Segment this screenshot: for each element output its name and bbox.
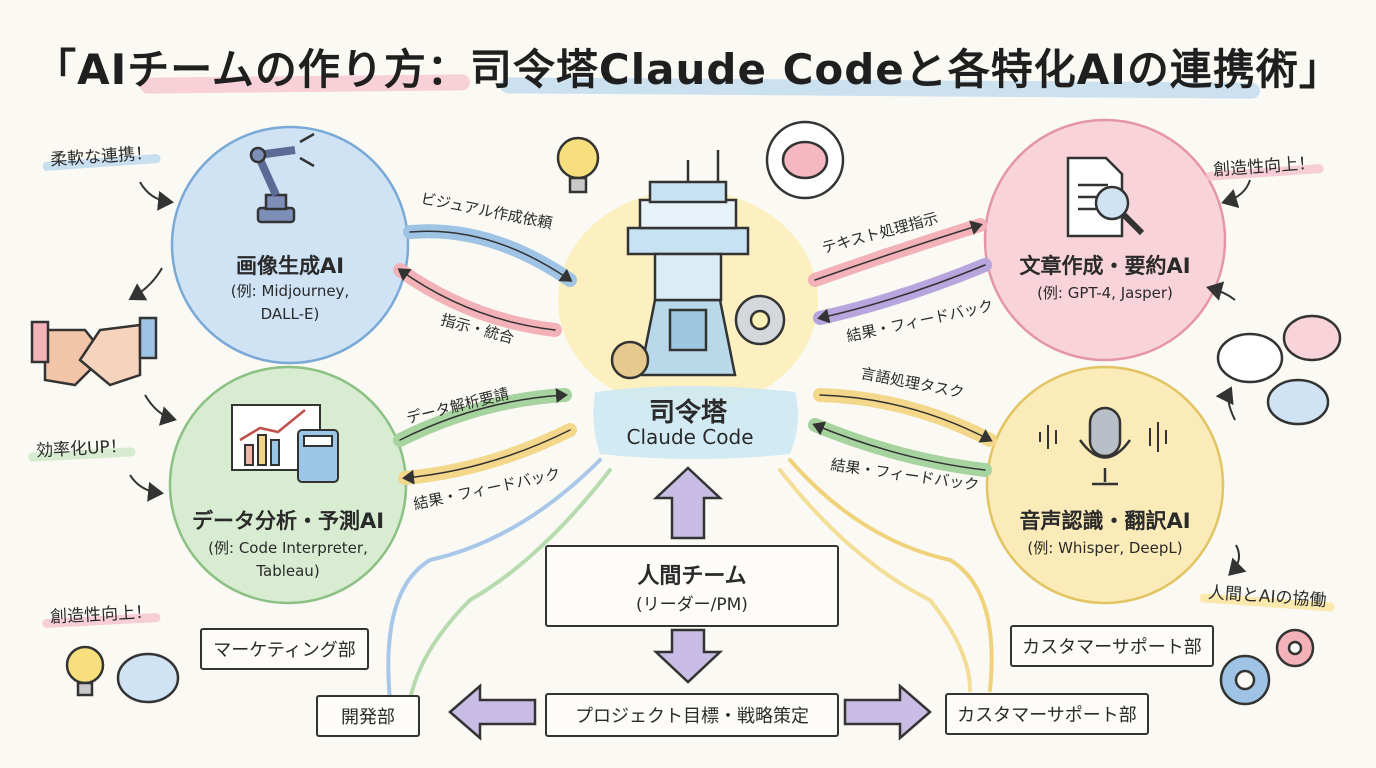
dept-cs-2-label: カスタマーサポート部 (957, 705, 1137, 726)
microphone-icon (1039, 406, 1167, 486)
tag-creativity-left-label: 創造性向上！ (49, 602, 153, 628)
tag-guide-arrows (128, 179, 1251, 576)
dept-cs-2: カスタマーサポート部 (945, 693, 1149, 735)
document-search-icon (1066, 156, 1145, 238)
human-team-box: 人間チーム (リーダー/PM) (545, 545, 839, 627)
hub-label-background (593, 386, 799, 459)
data-ai-title: データ分析・予測AI (191, 509, 385, 533)
data-ai-example-1: (例: Code Interpreter, (208, 539, 368, 557)
project-goal-label: プロジェクト目標・戦略策定 (575, 706, 809, 727)
hub-title: 司令塔 (648, 398, 727, 428)
dept-cs-1-label: カスタマーサポート部 (1022, 637, 1202, 658)
control-tower-icon (626, 150, 750, 377)
dept-marketing-label: マーケティング部 (213, 640, 356, 661)
voice-ai-example: (例: Whisper, DeepL) (1027, 539, 1183, 557)
arrow-right-to-cs (843, 683, 932, 741)
data-ai-example-2: Tableau) (256, 562, 320, 580)
project-goal-box: プロジェクト目標・戦略策定 (545, 693, 839, 737)
tag-efficiency: 効率化UP！ (27, 429, 136, 464)
gear-icon (610, 294, 786, 380)
gears-collab-icon (1219, 628, 1315, 706)
text-ai-title: 文章作成・要約AI (1019, 254, 1191, 278)
tag-creativity-right-label: 創造性向上！ (1212, 153, 1316, 181)
lightbulb-icon (556, 136, 600, 194)
page-title: 「AIチームの作り方：司令塔Claude Codeと各特化AIの連携術」 (34, 45, 1342, 94)
ribbon-yellow (788, 458, 994, 692)
robot-arm-icon (249, 132, 315, 224)
arrow-up-to-hub (652, 466, 724, 540)
ribbon-blue (386, 458, 602, 702)
arrow-down-to-project (652, 628, 724, 684)
dept-dev: 開発部 (316, 695, 420, 737)
tag-efficiency-label: 効率化UP！ (35, 436, 128, 462)
human-team-title: 人間チーム (637, 563, 747, 589)
image-ai-example-1: (例: Midjourney, (230, 282, 350, 300)
image-ai-title: 画像生成AI (235, 254, 345, 278)
dept-dev-label: 開発部 (341, 707, 395, 728)
text-ai-circle (983, 118, 1227, 362)
tag-creativity-left: 創造性向上！ (41, 595, 161, 630)
chart-calculator-icon (231, 404, 339, 483)
arrow-left-to-dev (448, 683, 537, 741)
ribbon-green (408, 468, 612, 702)
purple-arrows (448, 466, 932, 741)
connection-arrows (386, 218, 997, 702)
brain-speech-bubble-icon (765, 120, 845, 200)
tag-flexible-label: 柔軟な連携！ (49, 143, 153, 171)
arrow-image-out (403, 224, 577, 287)
dept-cs-1: カスタマーサポート部 (1010, 625, 1214, 667)
hub-subtitle: Claude Code (626, 425, 754, 449)
text-ai-example: (例: GPT-4, Jasper) (1037, 284, 1173, 302)
lightbulb-small-icon (65, 645, 105, 697)
chat-bubble-small-icon (116, 652, 180, 704)
image-ai-example-2: DALL-E) (260, 305, 320, 323)
dept-marketing: マーケティング部 (200, 628, 369, 670)
human-team-subtitle: (リーダー/PM) (636, 594, 748, 615)
data-ai-circle (168, 365, 408, 605)
ribbon-yellow-2 (778, 468, 972, 692)
handshake-icon (30, 316, 158, 387)
voice-ai-title: 音声認識・翻訳AI (1019, 509, 1191, 533)
speech-bubbles-icon (1216, 314, 1342, 426)
image-ai-circle (170, 125, 410, 365)
